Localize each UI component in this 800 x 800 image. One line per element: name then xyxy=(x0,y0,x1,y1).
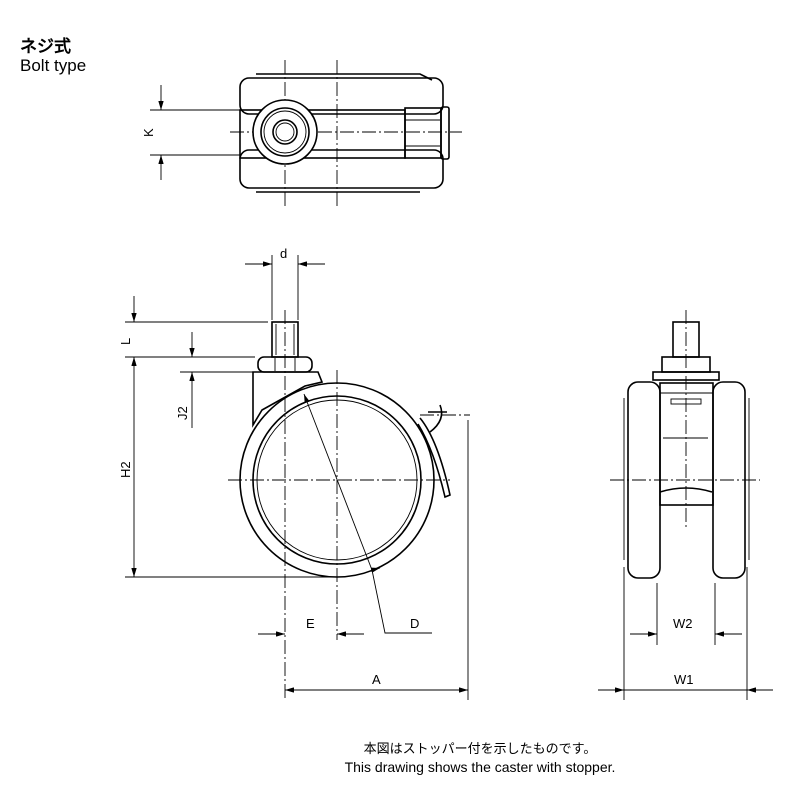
dim-L-label: L xyxy=(118,338,133,345)
dim-d-label: d xyxy=(280,246,287,261)
dim-W1-label: W1 xyxy=(674,672,694,687)
dim-W2-label: W2 xyxy=(673,616,693,631)
title-english: Bolt type xyxy=(20,56,87,75)
footer-note-english: This drawing shows the caster with stopp… xyxy=(344,759,616,775)
side-view: d L J2 H2 E D A xyxy=(118,246,470,700)
footer-note-japanese: 本図はストッパー付を示したものです。 xyxy=(363,742,597,757)
front-view: W2 W1 xyxy=(598,310,773,700)
dim-H2-label: H2 xyxy=(118,461,133,478)
title-japanese: ネジ式 xyxy=(20,37,71,57)
dim-E-label: E xyxy=(306,616,315,631)
dim-D-label: D xyxy=(410,616,419,631)
dim-K-label: K xyxy=(141,128,156,137)
top-view: K xyxy=(141,60,462,206)
dim-A-label: A xyxy=(372,672,381,687)
dim-J2-label: J2 xyxy=(175,406,190,420)
